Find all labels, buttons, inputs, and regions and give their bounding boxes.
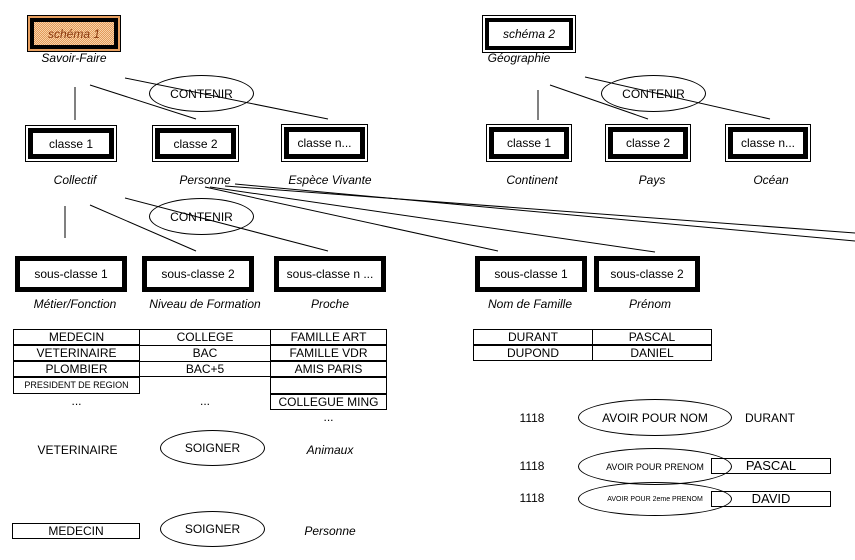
personne-subclass-1[interactable]: sous-classe 1	[475, 256, 587, 292]
triple-3-predicate[interactable]: AVOIR POUR NOM	[578, 399, 732, 436]
proche-value: FAMILLE ART	[270, 329, 387, 345]
triple-4-object: PASCAL	[711, 458, 831, 474]
schema1-class-2-caption: Personne	[179, 173, 231, 187]
prenom-value: DANIEL	[592, 345, 712, 361]
relation-contenir-collectif[interactable]: CONTENIR	[149, 198, 254, 235]
personne-subclass-2[interactable]: sous-classe 2	[594, 256, 700, 292]
prenom-value: PASCAL	[592, 329, 712, 345]
triple-2-object: Personne	[304, 524, 356, 538]
connector-line	[549, 84, 649, 120]
triple-3-subject: 1118	[519, 411, 545, 425]
schema1-class-2[interactable]: classe 2	[152, 125, 239, 162]
triple-3-object: DURANT	[745, 411, 795, 425]
triple-1-subject: VETERINAIRE	[37, 443, 118, 457]
schema1-class-1[interactable]: classe 1	[25, 125, 117, 162]
schema-1-caption: Savoir-Faire	[41, 51, 107, 65]
connector-line	[234, 183, 855, 242]
collectif-subclass-n[interactable]: sous-classe n ...	[274, 256, 386, 292]
proche-value: AMIS PARIS	[270, 361, 387, 377]
connector-line	[89, 84, 197, 120]
schema-1-label: schéma 1	[30, 18, 118, 49]
schema1-class-n[interactable]: classe n...	[281, 124, 368, 162]
collectif-subclass-1-caption: Métier/Fonction	[33, 297, 117, 311]
triple-1-object: Animaux	[306, 443, 354, 457]
formation-more: ...	[199, 394, 210, 408]
connector-line	[204, 186, 499, 252]
relation-contenir-schema2[interactable]: CONTENIR	[601, 75, 706, 112]
metier-value: PRESIDENT DE REGION	[13, 377, 140, 394]
personne-subclass-1-caption: Nom de Famille	[487, 297, 573, 311]
schema2-class-1[interactable]: classe 1	[486, 124, 572, 162]
schema-2-box[interactable]: schéma 2	[482, 15, 576, 53]
triple-2-predicate[interactable]: SOIGNER	[160, 511, 265, 547]
proche-value: FAMILLE VDR	[270, 345, 387, 361]
schema2-class-2-caption: Pays	[638, 173, 666, 187]
connector-line	[209, 186, 656, 253]
nom-value: DUPOND	[473, 345, 593, 361]
triple-4-subject: 1118	[519, 459, 545, 473]
proche-value	[270, 377, 387, 394]
collectif-subclass-2[interactable]: sous-classe 2	[142, 256, 254, 292]
formation-value: BAC	[140, 345, 270, 361]
schema2-class-n[interactable]: classe n...	[725, 124, 811, 162]
triple-5-predicate[interactable]: AVOIR POUR 2eme PRENOM	[578, 482, 732, 516]
collectif-subclass-1[interactable]: sous-classe 1	[15, 256, 127, 292]
nom-value: DURANT	[473, 329, 593, 345]
schema1-class-1-caption: Collectif	[53, 173, 97, 187]
collectif-subclass-n-caption: Proche	[310, 297, 350, 311]
proche-value: COLLEGUE MING	[270, 394, 387, 410]
metier-value: MEDECIN	[13, 329, 140, 345]
schema2-class-1-caption: Continent	[506, 173, 558, 187]
proche-more: ...	[323, 410, 334, 424]
schema1-class-n-caption: Espèce Vivante	[288, 173, 372, 187]
metier-value: PLOMBIER	[13, 361, 140, 377]
schema2-class-2[interactable]: classe 2	[605, 124, 691, 162]
formation-value: COLLEGE	[140, 329, 270, 345]
personne-subclass-2-caption: Prénom	[628, 297, 672, 311]
triple-1-predicate[interactable]: SOIGNER	[160, 430, 265, 466]
schema-2-caption: Géographie	[487, 51, 551, 65]
triple-5-subject: 1118	[519, 491, 545, 505]
triple-2-subject: MEDECIN	[12, 523, 140, 539]
metier-value: VETERINAIRE	[13, 345, 140, 361]
metier-more: ...	[71, 394, 82, 408]
formation-value: BAC+5	[140, 361, 270, 377]
schema-1-box[interactable]: schéma 1	[27, 15, 121, 52]
connector-line	[224, 185, 855, 234]
triple-4-predicate[interactable]: AVOIR POUR PRENOM	[578, 448, 732, 485]
relation-contenir-schema1[interactable]: CONTENIR	[149, 75, 254, 112]
schema2-class-n-caption: Océan	[753, 173, 789, 187]
connector-line	[89, 204, 197, 252]
collectif-subclass-2-caption: Niveau de Formation	[149, 297, 261, 311]
schema-2-label: schéma 2	[485, 18, 573, 50]
